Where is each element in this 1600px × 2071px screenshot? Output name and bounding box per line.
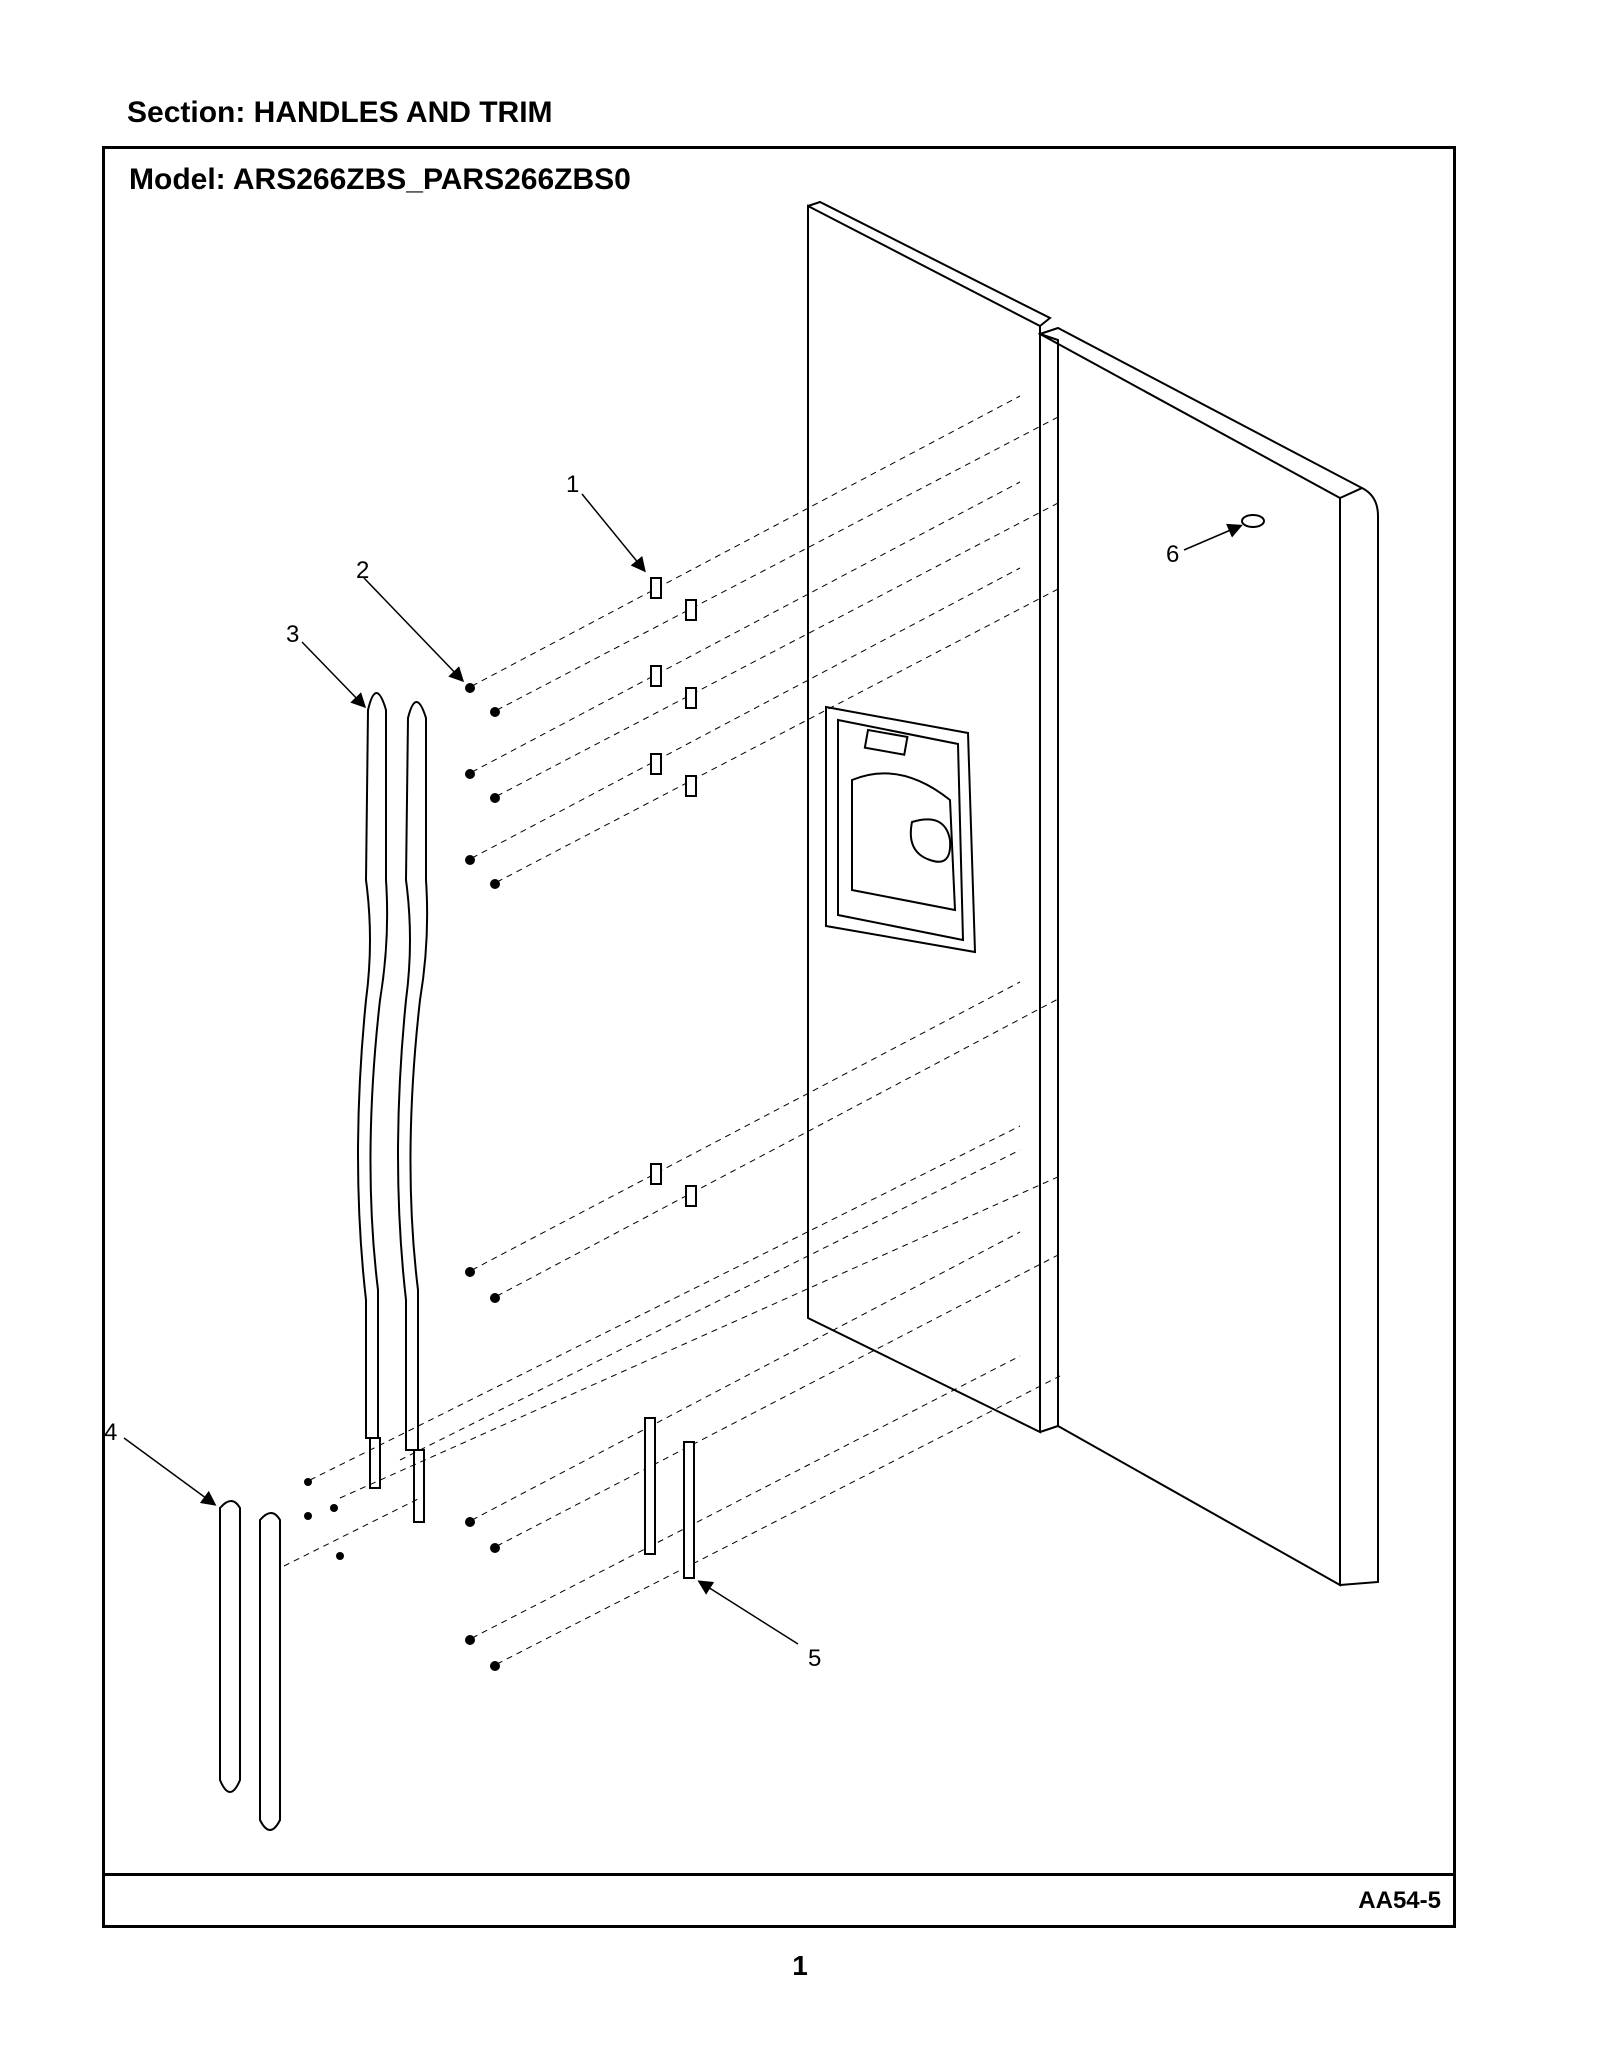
refrigerator-doors: [807, 200, 1379, 1587]
screws: [304, 683, 500, 1671]
callout-6: 6: [1166, 541, 1179, 568]
trim-pieces: [219, 1500, 281, 1831]
page-number: 1: [792, 1950, 808, 1981]
callout-3: 3: [286, 621, 299, 648]
callout-5: 5: [808, 1645, 821, 1672]
diagram-frame: Model: ARS266ZBS_PARS266ZBS0 AA54-5: [102, 146, 1456, 1928]
callout-1: 1: [566, 471, 579, 498]
footer-rule: [105, 1873, 1453, 1876]
trim-brackets: [644, 1417, 695, 1579]
diagram-code: AA54-5: [1358, 1887, 1441, 1914]
callout-4: 4: [104, 1419, 117, 1446]
section-title: Section: HANDLES AND TRIM: [127, 96, 553, 129]
callout-leaders: [123, 493, 1243, 1645]
assembly-lines: [283, 395, 1061, 1665]
door-handles: [357, 692, 429, 1523]
mounting-clips: [650, 577, 697, 1207]
model-title: Model: ARS266ZBS_PARS266ZBS0: [129, 163, 631, 196]
callout-2: 2: [356, 557, 369, 584]
